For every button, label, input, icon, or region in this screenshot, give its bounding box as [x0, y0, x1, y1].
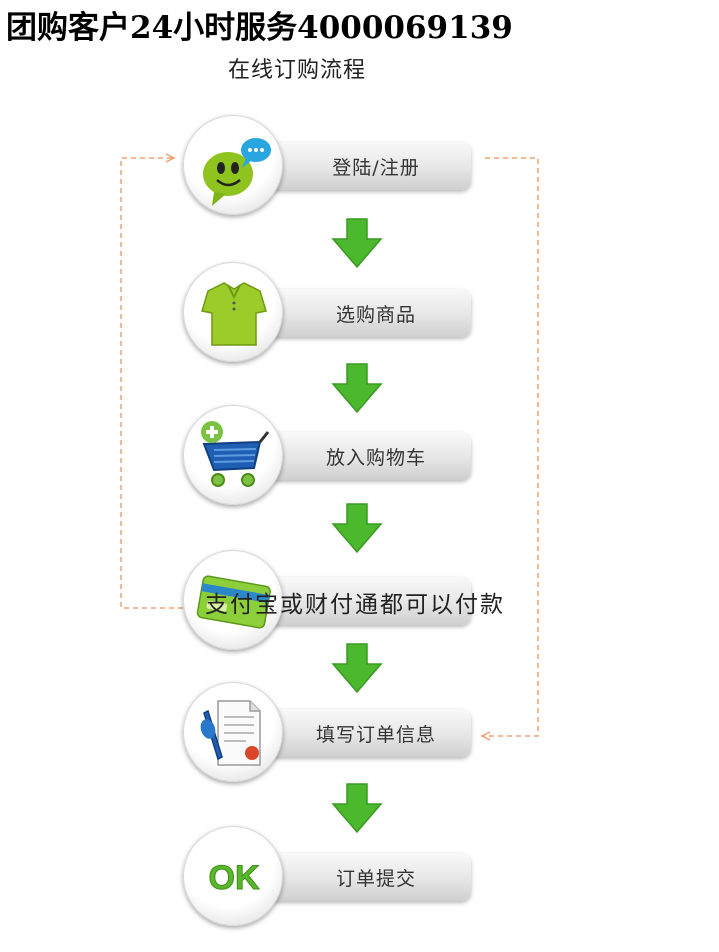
right-loop-arrowhead — [480, 731, 491, 741]
step-add-to-cart[interactable]: 放入购物车 — [183, 405, 473, 505]
down-arrow — [329, 360, 385, 416]
step-icon-circle: OK — [183, 826, 283, 926]
ok-text: OK — [209, 859, 260, 897]
left-loop-arrowhead — [165, 153, 176, 163]
step-select-products[interactable]: 选购商品 — [183, 262, 473, 362]
step-icon-circle — [183, 115, 283, 215]
down-arrow — [329, 780, 385, 836]
step-icon-circle — [183, 550, 283, 650]
step-label: 填写订单信息 — [315, 723, 436, 746]
flow-subtitle: 在线订购流程 — [228, 58, 367, 83]
left-loop-connector — [120, 157, 183, 609]
step-label: 选购商品 — [335, 303, 416, 326]
step-label: 放入购物车 — [325, 446, 426, 469]
headline: 团购客户24小时服务4000069139 — [6, 10, 513, 46]
chat-face-icon — [203, 138, 271, 206]
down-arrow — [329, 215, 385, 271]
step-label: 订单提交 — [335, 867, 416, 890]
down-arrow — [329, 640, 385, 696]
step-submit-order[interactable]: 订单提交 OK — [183, 826, 473, 926]
step-payment[interactable] — [183, 550, 473, 650]
step-icon-circle — [183, 682, 283, 782]
step-icon-circle — [183, 262, 283, 362]
step-login-register[interactable]: 登陆/注册 — [183, 115, 473, 215]
credit-card-icon — [196, 575, 271, 629]
right-loop-connector — [484, 157, 539, 737]
down-arrow — [329, 500, 385, 556]
ok-badge-icon: OK — [208, 859, 260, 898]
document-pen-icon — [200, 700, 261, 766]
step-label: 登陆/注册 — [332, 156, 420, 179]
step-fill-order-info[interactable]: 填写订单信息 — [183, 682, 473, 782]
polo-shirt-icon — [201, 282, 267, 346]
payment-note: 支付宝或财付通都可以付款 — [205, 592, 505, 618]
step-icon-circle — [183, 405, 283, 505]
shopping-cart-icon — [201, 421, 270, 487]
